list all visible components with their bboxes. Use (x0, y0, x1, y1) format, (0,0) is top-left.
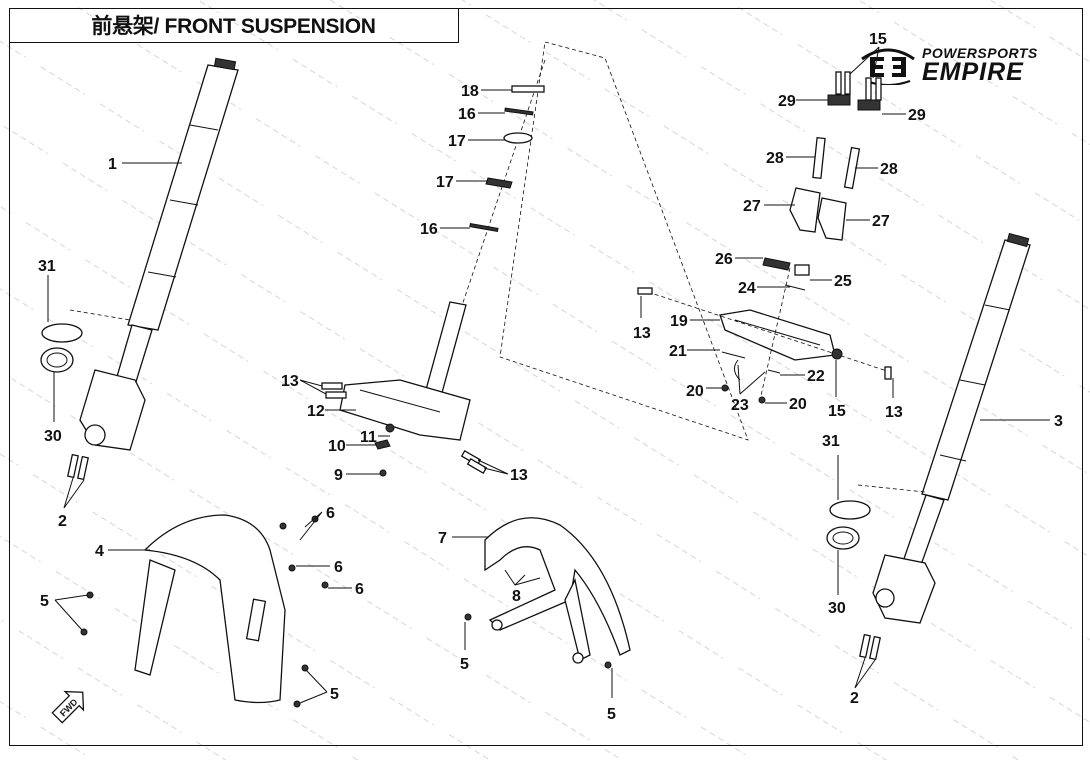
callout-27b: 27 (872, 213, 890, 230)
callout-2: 2 (58, 513, 67, 530)
right-fork (826, 232, 1031, 661)
callout-31b: 31 (822, 433, 840, 450)
callout-28: 28 (766, 150, 784, 167)
callout-11: 11 (360, 429, 377, 446)
callout-16: 16 (458, 106, 476, 123)
callout-27: 27 (743, 198, 761, 215)
callout-18: 18 (461, 83, 479, 100)
callout-31: 31 (38, 258, 56, 275)
page-title: 前悬架/ FRONT SUSPENSION (91, 15, 376, 38)
left-fork (40, 57, 239, 481)
callout-13: 13 (281, 373, 299, 390)
callout-1: 1 (108, 156, 117, 173)
callout-10: 10 (328, 438, 346, 455)
callout-13d: 13 (885, 404, 903, 421)
callout-4: 4 (95, 543, 104, 560)
title-box: 前悬架/ FRONT SUSPENSION (9, 8, 459, 43)
upper-triple-clamp (637, 71, 892, 404)
fender-bracket (464, 517, 631, 669)
logo-line2: EMPIRE (922, 57, 1024, 86)
callout-20b: 20 (789, 396, 807, 413)
callout-5: 5 (40, 593, 49, 610)
callout-13b: 13 (510, 467, 528, 484)
fwd-arrow-icon: FWD (51, 690, 85, 724)
callout-25: 25 (834, 273, 852, 290)
callout-28b: 28 (880, 161, 898, 178)
callout-26: 26 (715, 251, 733, 268)
callout-16b: 16 (420, 221, 438, 238)
callout-29b: 29 (908, 107, 926, 124)
callout-17: 17 (448, 133, 466, 150)
callout-22: 22 (807, 368, 825, 385)
callout-24: 24 (738, 280, 756, 297)
callout-3: 3 (1054, 413, 1063, 430)
steering-stem (321, 59, 546, 477)
callout-23: 23 (731, 397, 749, 414)
callout-20: 20 (686, 383, 704, 400)
callout-6c: 6 (355, 581, 364, 598)
leader-lines (47, 46, 1050, 704)
callout-labels: 1 31 30 2 18 16 17 17 16 13 12 11 10 9 1… (38, 31, 1063, 723)
callout-9: 9 (334, 467, 343, 484)
callout-6: 6 (326, 505, 335, 522)
brand-logo: POWERSPORTS EMPIRE (860, 45, 1038, 85)
assembly-dashed-box (499, 41, 749, 441)
logo-line1: POWERSPORTS (922, 44, 1038, 61)
diagram-frame (9, 8, 1083, 746)
callout-17b: 17 (436, 174, 454, 191)
callout-29: 29 (778, 93, 796, 110)
callout-8: 8 (512, 588, 521, 605)
callout-15: 15 (869, 31, 887, 48)
callout-5c: 5 (460, 656, 469, 673)
callout-19: 19 (670, 313, 688, 330)
callout-6b: 6 (334, 559, 343, 576)
front-fender (80, 514, 329, 708)
callout-30: 30 (44, 428, 62, 445)
callout-12: 12 (307, 403, 325, 420)
callout-21: 21 (669, 343, 687, 360)
callout-5b: 5 (330, 686, 339, 703)
callout-30b: 30 (828, 600, 846, 617)
callout-13c: 13 (633, 325, 651, 342)
callout-7: 7 (438, 530, 447, 547)
callout-2b: 2 (850, 690, 859, 707)
callout-5d: 5 (607, 706, 616, 723)
callout-15b: 15 (828, 403, 846, 420)
